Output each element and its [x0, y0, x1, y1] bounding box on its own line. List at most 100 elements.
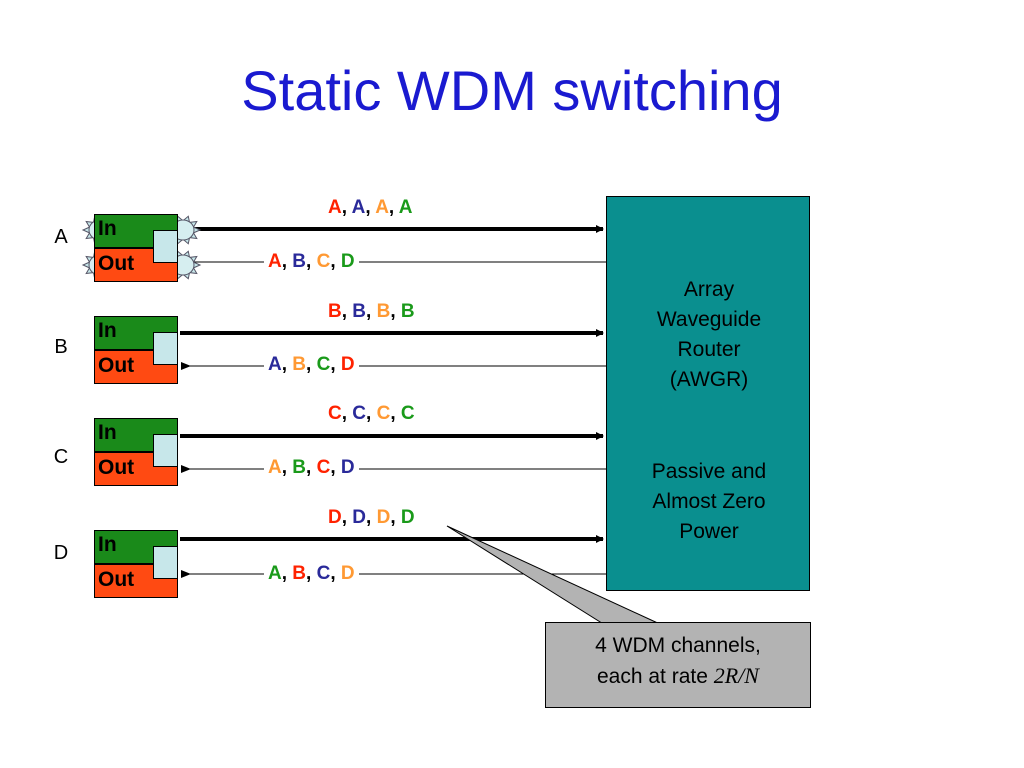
channel-separator: , — [390, 507, 401, 528]
channel-separator: , — [341, 507, 353, 528]
channel-separator: , — [341, 403, 353, 424]
channel-letter: C — [400, 403, 415, 424]
channel-letter: D — [352, 507, 367, 528]
channel-separator: , — [390, 301, 401, 322]
input-channels: D, D, D, D — [324, 506, 419, 530]
channel-letter: D — [340, 563, 355, 584]
channel-letter: A — [268, 563, 282, 584]
channel-letter: C — [316, 251, 331, 272]
node-label: C — [53, 446, 69, 468]
awgr-label-line1: Array — [683, 278, 735, 301]
awgr-power-line2: Almost Zero — [652, 490, 766, 513]
in-label: In — [98, 421, 117, 444]
in-port: In — [94, 418, 178, 452]
channel-letter: A — [268, 251, 282, 272]
channel-separator: , — [330, 251, 341, 272]
channel-letter: B — [292, 457, 307, 478]
channel-separator: , — [341, 197, 352, 218]
channel-letter: C — [316, 563, 331, 584]
channel-letter: D — [328, 507, 342, 528]
awgr-label-line4: (AWGR) — [669, 368, 749, 391]
output-channels: A, B, C, D — [264, 250, 359, 274]
channel-separator: , — [281, 563, 293, 584]
channel-letter: B — [292, 251, 307, 272]
port-buffer — [153, 332, 178, 365]
callout-line2: each at rate 2R/N — [546, 661, 810, 692]
input-channels: C, C, C, C — [324, 402, 419, 426]
wdm-callout: 4 WDM channels, each at rate 2R/N — [545, 622, 811, 708]
channel-letter: A — [351, 197, 366, 218]
callout-line1: 4 WDM channels, — [595, 634, 761, 657]
out-port: Out — [94, 452, 178, 486]
in-label: In — [98, 319, 117, 342]
channel-letter: B — [292, 354, 307, 375]
node-label: B — [54, 336, 68, 358]
channel-letter: C — [328, 403, 342, 424]
channel-letter: B — [376, 301, 391, 322]
channel-letter: B — [400, 301, 415, 322]
channel-letter: C — [316, 354, 331, 375]
port-buffer — [153, 546, 178, 579]
channel-letter: C — [376, 403, 391, 424]
channel-separator: , — [390, 403, 401, 424]
output-channels: A, B, C, D — [264, 353, 359, 377]
channel-letter: C — [316, 457, 331, 478]
out-port: Out — [94, 350, 178, 384]
channel-separator: , — [365, 197, 376, 218]
channel-letter: A — [328, 197, 342, 218]
channel-separator: , — [306, 354, 317, 375]
port-buffer — [153, 230, 178, 263]
channel-separator: , — [388, 197, 399, 218]
awgr-label-line3: Router — [677, 338, 741, 361]
output-channels: A, B, C, D — [264, 562, 359, 586]
awgr-label-line2: Waveguide — [656, 308, 762, 331]
out-label: Out — [98, 354, 135, 377]
awgr-power-line3: Power — [679, 520, 739, 543]
input-channels: B, B, B, B — [324, 300, 419, 324]
channel-letter: B — [328, 301, 342, 322]
in-label: In — [98, 533, 117, 556]
channel-letter: A — [375, 197, 389, 218]
channel-separator: , — [366, 301, 377, 322]
channel-letter: B — [292, 563, 307, 584]
channel-separator: , — [330, 563, 341, 584]
channel-letter: D — [340, 354, 355, 375]
channel-letter: D — [400, 507, 415, 528]
channel-separator: , — [306, 563, 317, 584]
channel-letter: C — [352, 403, 367, 424]
channel-letter: D — [340, 457, 355, 478]
output-channels: A, B, C, D — [264, 456, 359, 480]
channel-separator: , — [366, 507, 377, 528]
out-label: Out — [98, 456, 135, 479]
channel-letter: D — [340, 251, 355, 272]
channel-separator: , — [341, 301, 353, 322]
channel-separator: , — [281, 251, 293, 272]
channel-separator: , — [330, 354, 341, 375]
port-buffer — [153, 434, 178, 467]
awgr-power-line1: Passive and — [651, 460, 767, 483]
channel-separator: , — [281, 457, 293, 478]
callout-rate: 2R/N — [713, 663, 759, 688]
node-label: A — [54, 226, 68, 248]
in-label: In — [98, 217, 117, 240]
channel-separator: , — [306, 251, 317, 272]
channel-letter: A — [398, 197, 413, 218]
channel-separator: , — [306, 457, 317, 478]
channel-separator: , — [366, 403, 377, 424]
channel-separator: , — [330, 457, 341, 478]
channel-letter: B — [352, 301, 367, 322]
input-channels: A, A, A, A — [324, 196, 417, 220]
callout-line2-prefix: each at rate — [597, 665, 714, 688]
node-label: D — [53, 542, 69, 564]
slide-title: Static WDM switching — [241, 59, 783, 122]
channel-letter: D — [376, 507, 391, 528]
out-label: Out — [98, 568, 135, 591]
channel-letter: A — [268, 354, 282, 375]
channel-separator: , — [281, 354, 293, 375]
channel-letter: A — [268, 457, 282, 478]
